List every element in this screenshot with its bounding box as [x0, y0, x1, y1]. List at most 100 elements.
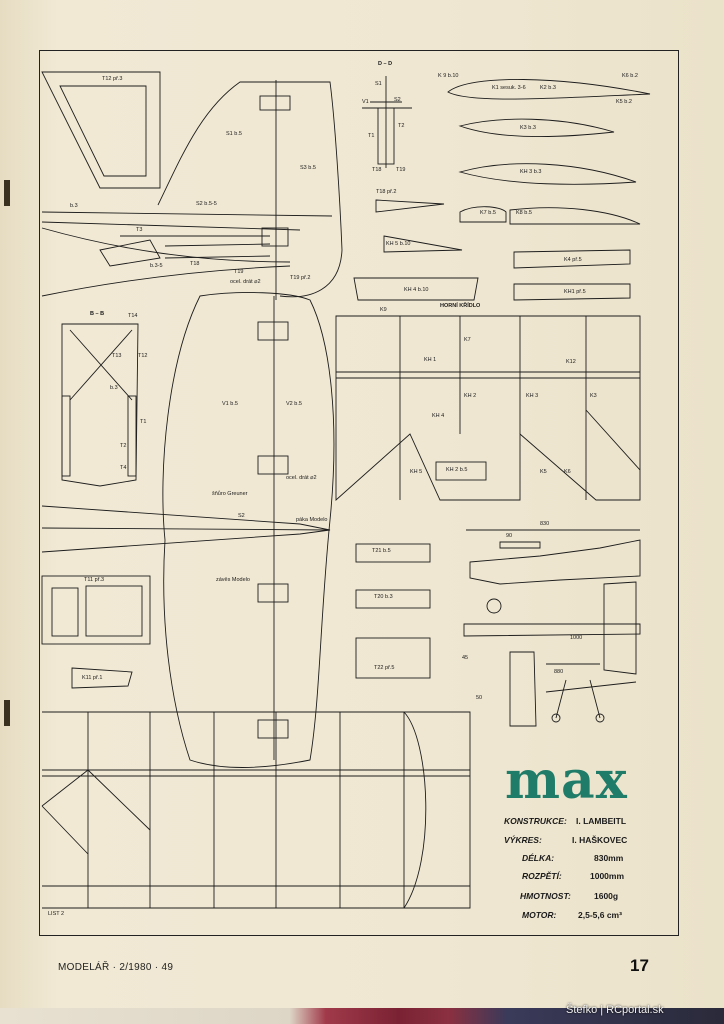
spec-value-vykres: I. HAŠKOVEC	[572, 835, 628, 845]
label-k7: K7 b.5	[480, 210, 496, 216]
label-bb: B – B	[90, 311, 105, 317]
label-t14: T14	[128, 313, 138, 319]
wing-ribs	[447, 79, 651, 301]
model-title: max	[505, 750, 628, 811]
label-k2: K2 b.3	[540, 85, 556, 91]
fin-side-view	[157, 80, 343, 300]
label-kh1p: KH1 př.5	[564, 289, 586, 295]
label-packa: páka Modelo	[296, 517, 328, 523]
label-w-k9: K9	[380, 307, 387, 313]
label-list: LIST 2	[48, 911, 65, 917]
label-d880: 880	[554, 669, 564, 675]
label-dd-s1: S1	[375, 81, 382, 87]
part-kh5	[383, 235, 463, 253]
part-t18	[375, 199, 445, 213]
label-t2: T2	[120, 443, 127, 449]
label-t11: T11 př.3	[84, 577, 105, 583]
label-d45: 45	[462, 655, 469, 661]
label-w-k5: K5	[540, 469, 547, 475]
label-t21: T21 b.5	[372, 548, 391, 554]
label-t12b: T12	[138, 353, 148, 359]
label-t18a: T18	[190, 261, 200, 267]
label-dd: D – D	[378, 61, 393, 67]
part-t22	[355, 637, 431, 679]
label-b3: b.3	[70, 203, 78, 209]
scan-credit: Štefko | RCportal.sk	[566, 1004, 664, 1016]
label-d1000: 1000	[570, 635, 583, 641]
label-t3: T3	[136, 227, 143, 233]
label-w-k7: K7	[464, 337, 471, 343]
label-t19a: T19	[234, 269, 244, 275]
part-kh4	[353, 277, 479, 301]
part-t20	[355, 589, 431, 609]
label-d830: 830	[540, 521, 550, 527]
three-view	[463, 529, 641, 727]
label-k3: K3 b.3	[520, 125, 536, 131]
label-sklo: šňůro Greuner	[212, 491, 248, 497]
spec-key-hmotnost: HMOTNOST:	[520, 891, 571, 901]
binder-mark	[4, 700, 10, 726]
binder-mark	[4, 180, 10, 206]
label-w-kh3: KH 3	[526, 393, 539, 399]
label-k4p: K4 př.5	[564, 257, 582, 263]
label-t1: T1	[140, 419, 147, 425]
label-t19p2: T19 př.2	[290, 275, 311, 281]
spec-value-delka: 830mm	[594, 853, 624, 863]
label-v1: V1 b.5	[222, 401, 238, 407]
spec-key-delka: DÉLKA:	[522, 853, 555, 863]
spec-key-motor: MOTOR:	[522, 910, 557, 920]
label-b35: b.3-5	[150, 263, 163, 269]
label-w-k6: K6	[564, 469, 571, 475]
label-dd-t2: T2	[398, 123, 405, 129]
part-k11	[71, 667, 133, 689]
label-ocel1: ocel. drát ⌀2	[230, 279, 261, 285]
label-v2: V2 b.5	[286, 401, 302, 407]
label-s1: S1 b.5	[226, 131, 242, 137]
spec-value-rozpeti: 1000mm	[590, 871, 625, 881]
label-w-k3: K3	[590, 393, 597, 399]
spec-value-konstrukce: I. LAMBEITL	[576, 816, 627, 826]
label-k8: K8 b.5	[516, 210, 532, 216]
label-t13: T13	[112, 353, 122, 359]
label-zaves: závěs Modelo	[216, 577, 250, 583]
label-w-kh2b: KH 2 b.5	[446, 467, 468, 473]
label-dd-s2: S2	[394, 97, 401, 103]
label-k1: K1 sesuk. 3-6	[492, 85, 526, 91]
label-horni: HORNÍ KŘÍDLO	[440, 303, 481, 309]
panel-t12	[41, 71, 161, 189]
magazine-footer: MODELÁŘ · 2/1980 · 49	[58, 962, 174, 973]
section-b-b	[61, 323, 139, 487]
frame-t11	[41, 575, 151, 645]
label-dd-t19: T19	[396, 167, 406, 173]
label-d90: 90	[506, 533, 513, 539]
spec-key-rozpeti: ROZPĚTÍ:	[522, 871, 562, 881]
upper-wing-plan	[335, 315, 641, 502]
label-w-k12: K12	[566, 359, 576, 365]
label-dd-v1: V1	[362, 99, 369, 105]
label-w-kh4: KH 4	[432, 413, 445, 419]
label-ocel2: ocel. drát ⌀2	[286, 475, 317, 481]
lower-wing-plan	[41, 711, 471, 909]
label-w-kh5: KH 5	[410, 469, 423, 475]
label-s2: S2 b.5-5	[196, 201, 217, 207]
label-t20: T20 b.3	[374, 594, 393, 600]
spec-value-motor: 2,5-5,6 cm³	[578, 910, 622, 920]
label-dd-t18: T18	[372, 167, 382, 173]
label-k9: K 9 b.10	[438, 73, 459, 79]
label-kh4: KH 4 b.10	[404, 287, 429, 293]
spec-value-hmotnost: 1600g	[594, 891, 619, 901]
label-kh5: KH 5 b.10	[386, 241, 411, 247]
label-t18p2: T18 př.2	[376, 189, 397, 195]
fuselage-rear	[41, 211, 333, 297]
label-k11: K11 př.1	[82, 675, 103, 681]
spec-key-konstrukce: KONSTRUKCE:	[504, 816, 567, 826]
label-d50: 50	[476, 695, 483, 701]
drawing-frame	[39, 50, 679, 936]
label-k6: K6 b.2	[622, 73, 638, 79]
section-d-d	[362, 76, 412, 168]
bottom-strip	[0, 1008, 724, 1024]
label-w-kh2: KH 2	[464, 393, 477, 399]
label-k5: K5 b.2	[616, 99, 632, 105]
